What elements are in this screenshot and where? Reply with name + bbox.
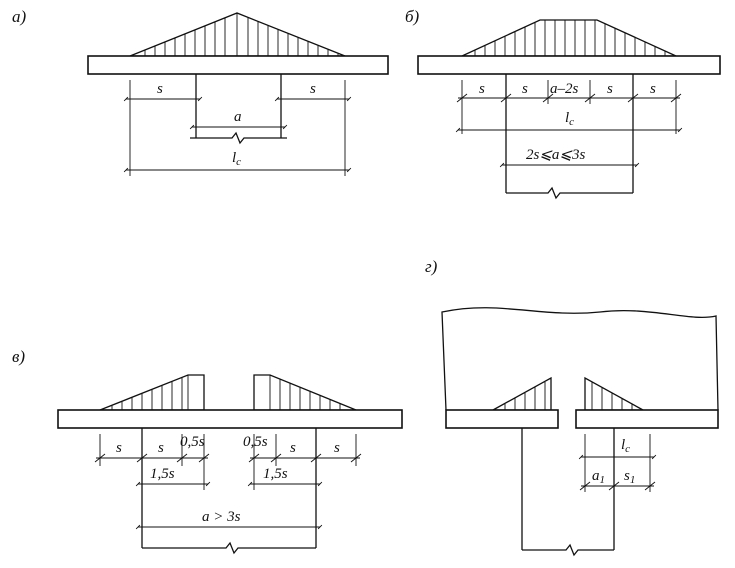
panel-a-tag: а)	[12, 7, 27, 26]
panel-a-dim-s-left: s	[157, 81, 163, 97]
panel-a-wall-break	[190, 131, 287, 145]
panel-v-beam	[57, 409, 403, 429]
panel-g-load-left	[492, 376, 552, 411]
panel-v-wall-break	[142, 541, 316, 555]
panel-b-beam	[417, 55, 721, 75]
panel-b-dim-s4: s	[650, 81, 656, 97]
panel-a-dim-s-right: s	[310, 81, 316, 97]
panel-b-dim-a-minus-2s: a–2s	[550, 81, 579, 97]
panel-a-beam	[87, 55, 389, 75]
panel-g-masonry-outline	[441, 307, 719, 411]
panel-a-load-diagram	[129, 12, 346, 57]
panel-b-dim-range: 2s⩽a⩽3s	[526, 147, 585, 163]
panel-v-dim-s1: s	[116, 440, 122, 456]
panel-b: б)	[405, 7, 721, 200]
panel-g-load-right	[584, 376, 644, 411]
panel-a-load-hatching	[144, 13, 339, 56]
panel-b-load-diagram	[461, 19, 677, 57]
panel-g: г) lc a1 s1	[425, 257, 719, 557]
panel-g-dim-lc: lc	[621, 437, 630, 455]
panel-a-dim-a: a	[234, 109, 242, 125]
panel-v-dim-s3: s	[290, 440, 296, 456]
panel-g-beam-left	[445, 409, 559, 429]
panel-b-tag: б)	[405, 7, 420, 26]
panel-v-dim-a-gt-3s: a > 3s	[202, 509, 241, 525]
panel-b-dim-s1: s	[479, 81, 485, 97]
panel-v-tag: в)	[12, 347, 25, 366]
panel-v-load-right	[253, 374, 357, 411]
panel-v-dim-half-s-right: 0,5s	[243, 434, 268, 450]
panel-g-dim-a1: a1	[592, 468, 605, 486]
panel-v-dim-one-half-s-left: 1,5s	[150, 466, 175, 482]
panel-a-dim-lc: lc	[232, 150, 241, 168]
panel-b-dim-s2: s	[522, 81, 528, 97]
panel-v: в)	[12, 347, 403, 555]
panel-a: а) s s a lc	[12, 7, 389, 176]
panel-g-tag: г)	[425, 257, 438, 276]
panel-b-wall-break	[506, 186, 633, 200]
panel-g-wall-break	[522, 543, 614, 557]
panel-v-dim-one-half-s-right: 1,5s	[263, 466, 288, 482]
panel-g-dim-s1: s1	[624, 468, 635, 486]
panel-v-dim-s2: s	[158, 440, 164, 456]
panel-v-dim-s4: s	[334, 440, 340, 456]
panel-b-dim-s3: s	[607, 81, 613, 97]
panel-g-beam-right	[575, 409, 719, 429]
panel-b-load-hatching	[474, 20, 666, 56]
panel-b-dim-lc: lc	[565, 110, 574, 128]
panel-v-dim-half-s-left: 0,5s	[180, 434, 205, 450]
